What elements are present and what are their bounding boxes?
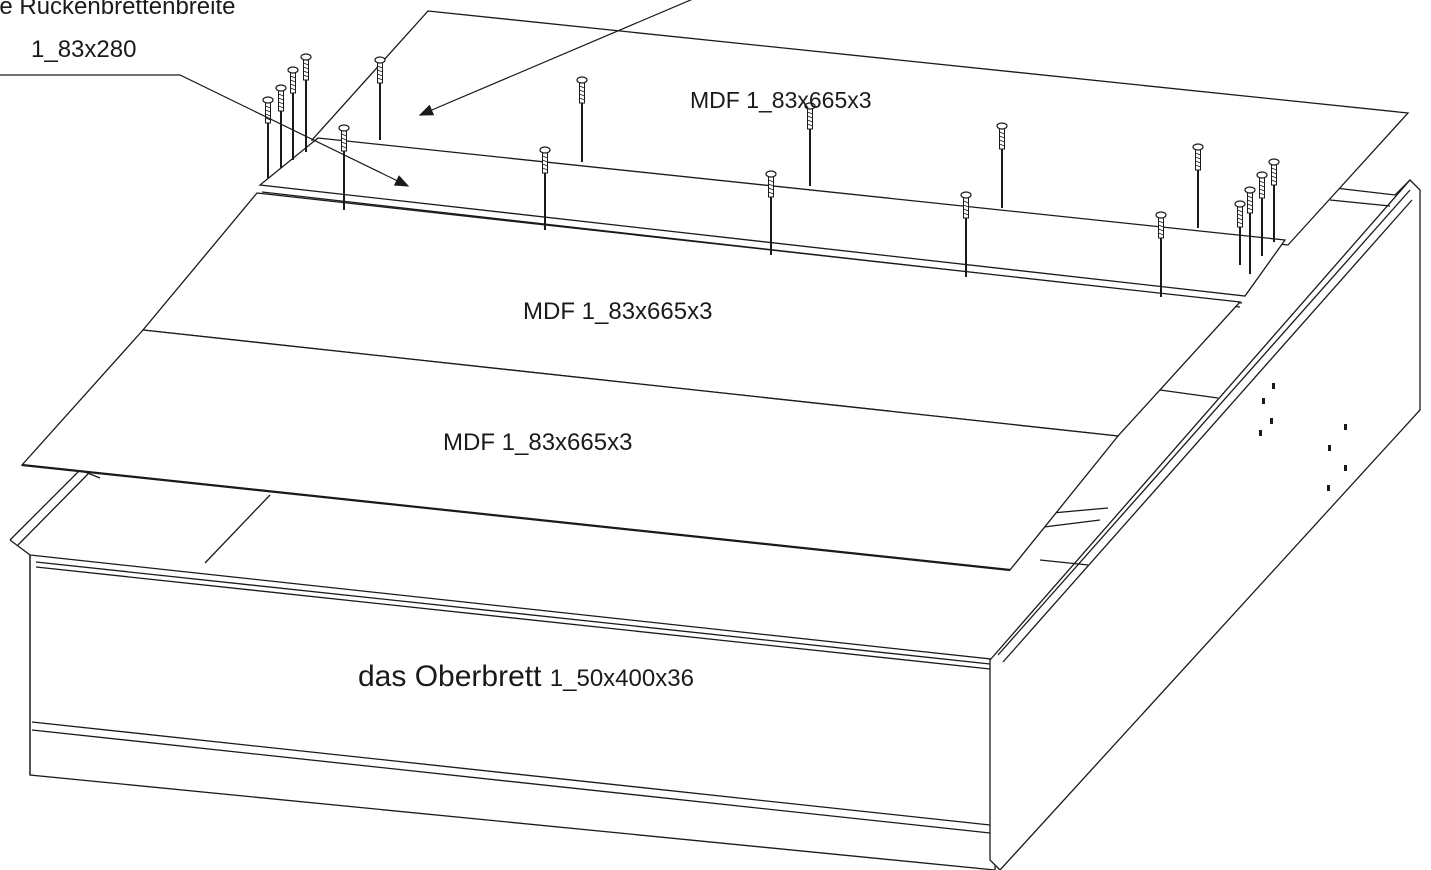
screw [262,96,274,178]
screw [1155,211,1167,297]
left-side-edge [9,539,31,775]
screw [1234,200,1246,265]
top-board-dimension: 1_50x400x36 [549,665,694,692]
mdf-lower-label: MDF 1_83x665x3 [443,429,633,456]
screw [275,84,287,168]
back-board-dimension-label: 1_83x280 [31,36,137,63]
screw [539,146,551,230]
mdf-sheet-top [310,10,1410,246]
screw [576,76,588,162]
leader-top-sheet [418,0,693,116]
screws [262,53,1280,297]
screw [1256,171,1268,256]
leader-lines [0,0,693,187]
mdf-middle-label: MDF 1_83x665x3 [523,298,713,325]
screw [1268,158,1280,242]
screw [765,170,777,255]
dowel-holes [1259,383,1347,491]
back-board-width-label: ie Rückenbrettenbreite [0,0,236,20]
mdf-sheets-front [20,192,1242,572]
top-board-name: das Oberbrett [358,660,542,693]
cabinet-body [9,179,1421,870]
screw [1244,186,1256,274]
screw [374,56,386,140]
top-board-label: das Oberbrett 1_50x400x36 [358,662,694,692]
leader-back-board [0,74,410,187]
screw [1192,143,1204,228]
front-panel [29,554,1001,870]
screw [960,191,972,277]
screw [338,124,350,210]
screw [300,53,312,152]
mdf-top-label: MDF 1_83x665x3 [690,87,872,113]
screw [996,122,1008,208]
screw [287,66,299,160]
screw [804,102,816,186]
